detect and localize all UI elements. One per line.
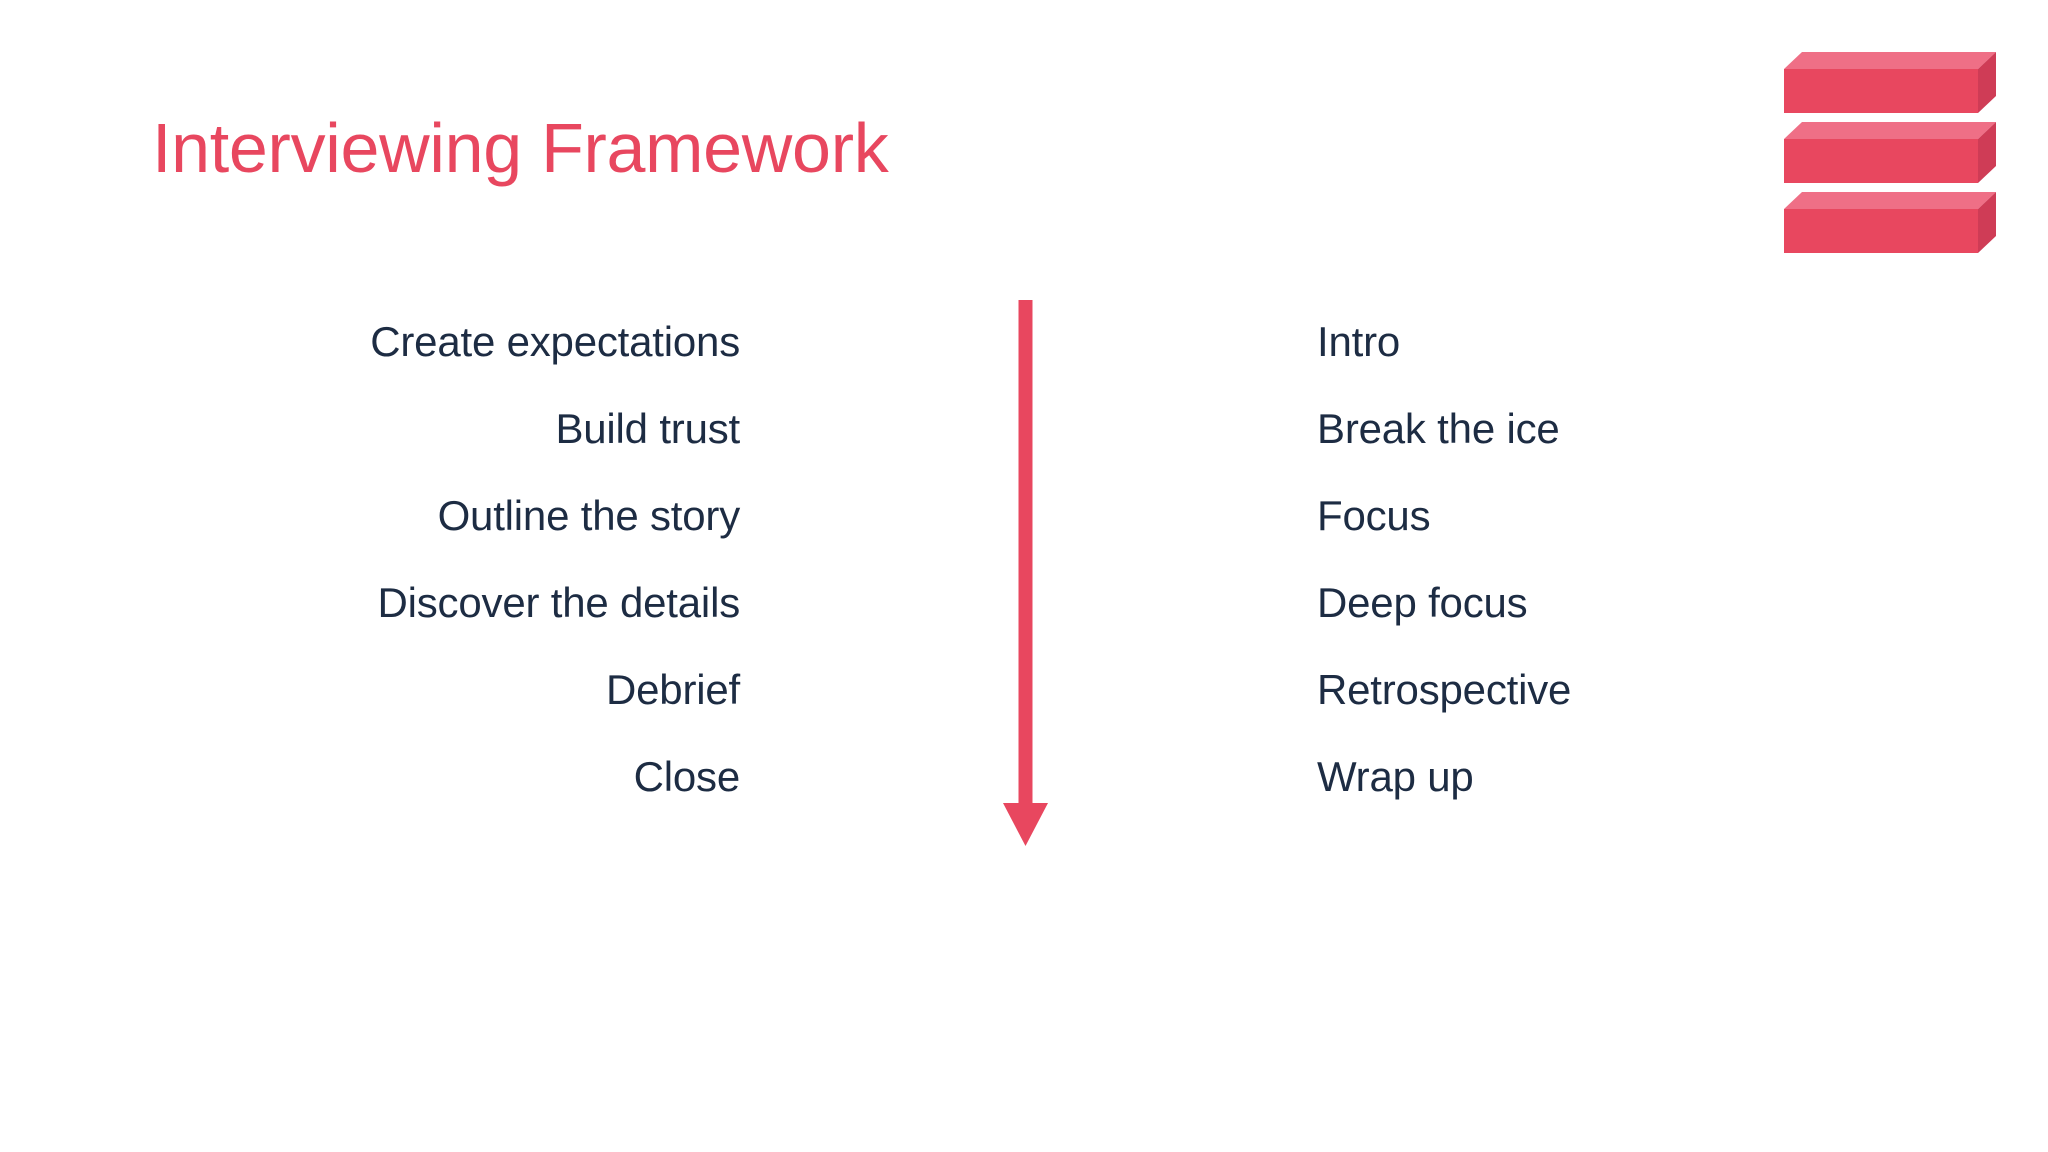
logo-bar-2 xyxy=(1784,122,1996,183)
list-item: Create expectations xyxy=(370,318,740,365)
list-item: Deep focus xyxy=(1317,579,1528,626)
stacked-bars-logo xyxy=(1784,52,1996,254)
list-item: Debrief xyxy=(606,666,740,713)
list-item: Close xyxy=(633,753,741,800)
list-item: Wrap up xyxy=(1317,753,1474,800)
stacked-bars-svg xyxy=(1784,52,1996,253)
list-item: Build trust xyxy=(555,405,740,452)
list-item: Intro xyxy=(1317,318,1401,365)
logo-bar-3 xyxy=(1784,192,1996,253)
down-arrow-icon xyxy=(1000,300,1052,850)
list-item: Break the ice xyxy=(1317,405,1560,452)
list-item: Discover the details xyxy=(377,579,741,626)
list-item: Retrospective xyxy=(1317,666,1572,713)
page-title: Interviewing Framework xyxy=(152,109,889,187)
list-item: Focus xyxy=(1317,492,1431,539)
logo-bar-1 xyxy=(1784,52,1996,113)
down-arrow-svg xyxy=(1003,300,1048,846)
list-item: Outline the story xyxy=(437,492,741,539)
left-stage-list: Create expectations Build trust Outline … xyxy=(175,298,740,820)
right-stage-list: Intro Break the ice Focus Deep focus Ret… xyxy=(1317,298,1937,820)
